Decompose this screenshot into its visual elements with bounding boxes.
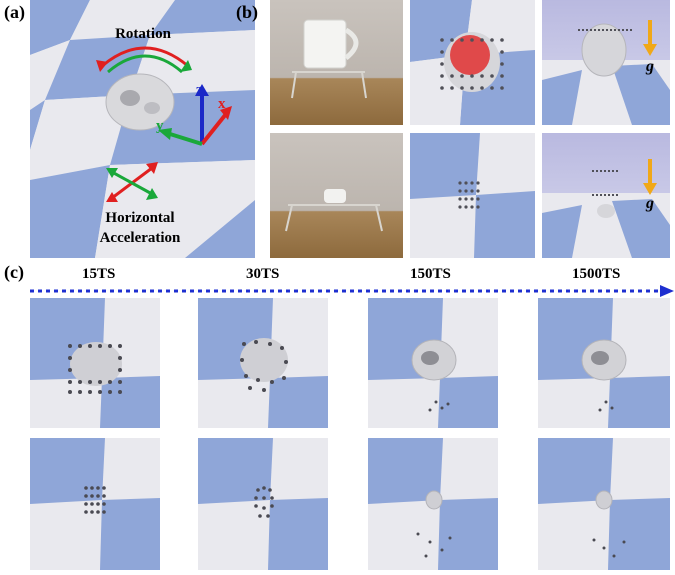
acceleration-label-line2: Acceleration: [99, 230, 181, 246]
panel-label-a: (a): [4, 2, 25, 22]
rotation-arrows-icon: [96, 46, 192, 74]
rotation-label: Rotation: [115, 26, 171, 42]
axis-z-label: z: [196, 82, 203, 98]
acceleration-arrows-icon: [106, 162, 158, 202]
panel-label-b: (b): [236, 2, 258, 22]
rollout-mug-1500ts: [538, 298, 670, 428]
gravity-label-top: g: [646, 58, 654, 75]
acceleration-label-line1: Horizontal: [105, 210, 175, 226]
panel-a-scene: Rotation z x y Horizontal Acceleration: [30, 0, 255, 258]
photo-mug-on-stand: [270, 0, 403, 125]
timeline-arrow-icon: [30, 285, 674, 297]
checkerboard-floor: [30, 0, 255, 258]
small-particle-grid: [458, 181, 480, 209]
axes-icon: [158, 84, 232, 146]
photo-small-object-on-stand: [270, 133, 403, 258]
sim-small-object-gravity: g: [542, 133, 670, 258]
timestep-label-15: 15TS: [82, 266, 116, 282]
sim-mug-particles: [410, 0, 535, 125]
timestep-label-150: 150TS: [410, 266, 451, 282]
rollout-small-150ts: [368, 438, 498, 570]
rollout-mug-30ts: [198, 298, 328, 428]
timestep-label-30: 30TS: [246, 266, 280, 282]
object-mesh: [105, 73, 175, 131]
timestep-label-1500: 1500TS: [572, 266, 621, 282]
rollout-mug-15ts: [30, 298, 160, 428]
rollout-mug-150ts: [368, 298, 498, 428]
sim-small-object-particles: [410, 133, 535, 258]
rollout-small-15ts: [30, 438, 160, 570]
axis-y-label: y: [156, 118, 164, 134]
sim-mug-gravity: g: [542, 0, 670, 125]
axis-x-label: x: [218, 96, 226, 112]
rollout-small-1500ts: [538, 438, 670, 570]
particle-grid: [440, 38, 504, 90]
rollout-small-30ts: [198, 438, 328, 570]
panel-label-c: (c): [4, 262, 24, 282]
gravity-label-bottom: g: [646, 195, 654, 212]
